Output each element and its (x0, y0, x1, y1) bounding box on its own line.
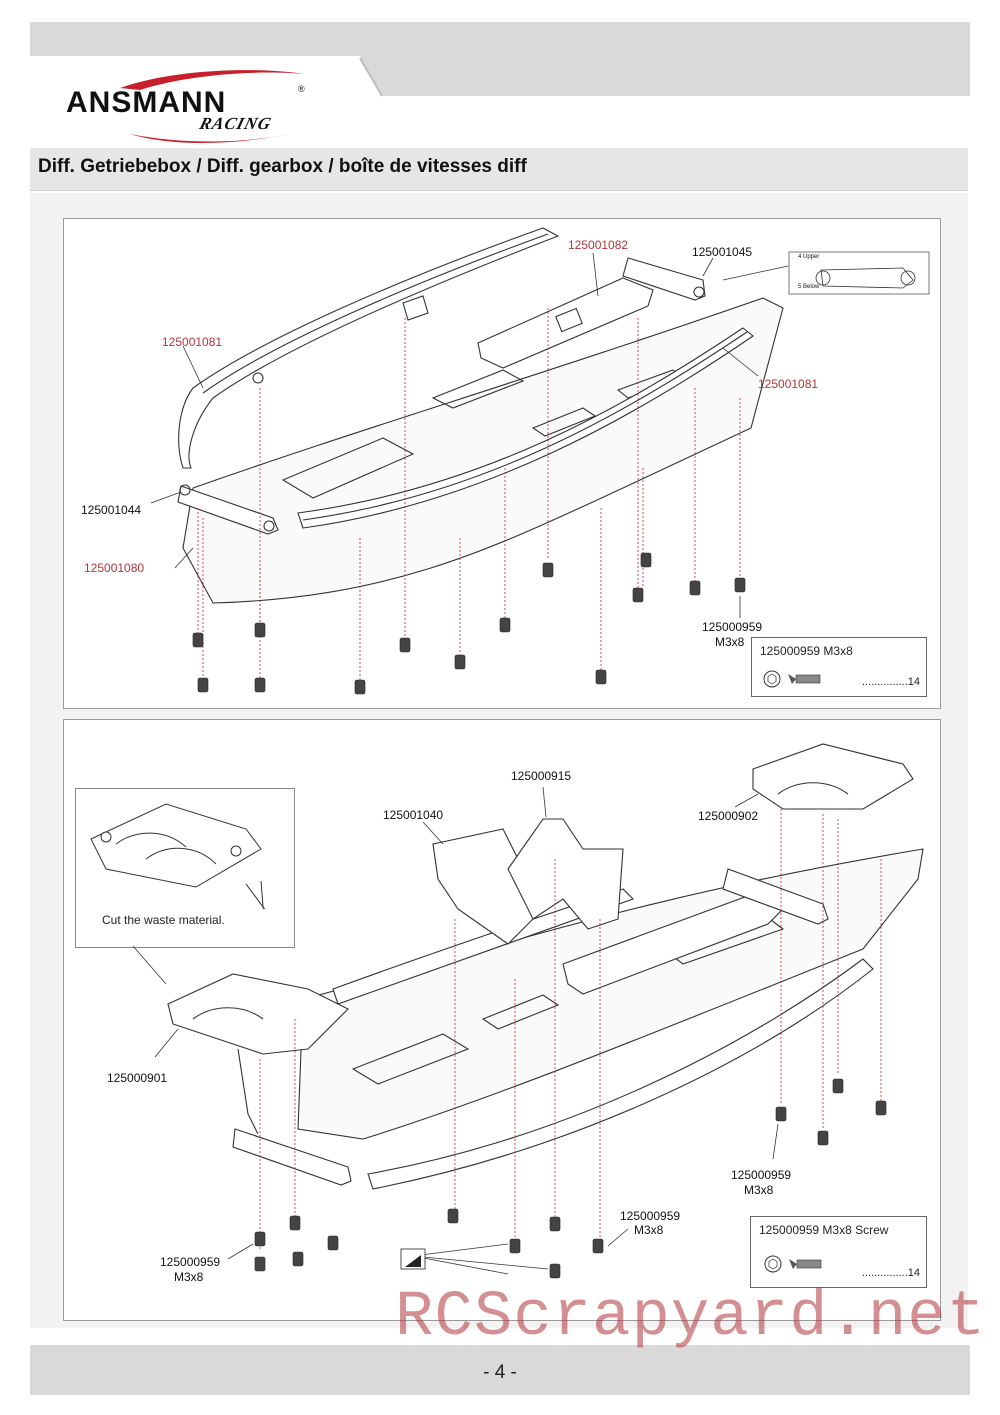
part-label-125001081-right: 125001081 (758, 377, 819, 391)
part-label-125000902: 125000902 (698, 809, 759, 823)
screw-callout-left-size: M3x8 (174, 1270, 204, 1284)
screw-callout-middle-code: 125000959 (620, 1209, 681, 1223)
scissors-icon (245, 880, 266, 909)
cut-waste-inset: Cut the waste material. (75, 788, 295, 948)
screw-icon (764, 1255, 822, 1273)
part-label-125001081-left: 125001081 (162, 335, 223, 349)
screw-callout-size: M3x8 (715, 635, 745, 649)
step2-gearbox-drawing (132, 743, 924, 1279)
legend-quantity: ...............14 (861, 676, 920, 688)
logo-text: ANSMANN (66, 86, 227, 119)
part-label-125001040: 125001040 (383, 808, 444, 822)
step1-chassis-drawing (150, 227, 930, 695)
screw-icon (763, 670, 821, 688)
inset-caption: Cut the waste material. (102, 913, 225, 927)
screw-callout-middle-size: M3x8 (634, 1223, 664, 1237)
watermark-text: RCScrapyard.net (395, 1282, 987, 1354)
logo-registered-mark: ® (298, 84, 305, 94)
screw-callout-left-code: 125000959 (160, 1255, 221, 1269)
part-label-125000901: 125000901 (107, 1071, 168, 1085)
logo-racing-text: RACING (197, 114, 274, 133)
section-title: Diff. Getriebebox / Diff. gearbox / boît… (38, 156, 527, 177)
legend-title: 125000959 M3x8 (760, 644, 853, 658)
screw-callout-right-code: 125000959 (731, 1168, 792, 1182)
screw-callout-right-size: M3x8 (744, 1183, 774, 1197)
inset-upper-label: 4 Upper (798, 254, 820, 260)
step1-parts-legend: 125000959 M3x8 ...............14 (751, 637, 927, 697)
legend-quantity: ...............14 (861, 1267, 920, 1279)
brand-logo: ANSMANN ® RACING (60, 68, 320, 148)
part-label-125001044: 125001044 (81, 503, 142, 517)
page-number: - 4 - (483, 1362, 517, 1383)
inset-below-label: 5 Below (798, 284, 820, 290)
part-label-125001082: 125001082 (568, 238, 629, 252)
manual-reference-icon (400, 1248, 426, 1270)
part-label-125001045: 125001045 (692, 245, 753, 259)
part-label-125000915: 125000915 (511, 769, 572, 783)
logo-swoosh-icon (120, 70, 305, 143)
gearbox-detail-drawing (90, 803, 266, 909)
part-label-125001080: 125001080 (84, 561, 145, 575)
footer-bar (30, 1345, 970, 1395)
legend-title: 125000959 M3x8 Screw (759, 1223, 889, 1237)
screw-callout-code: 125000959 (702, 620, 763, 634)
step2-parts-legend: 125000959 M3x8 Screw ...............14 (750, 1216, 927, 1288)
header-bar (30, 22, 970, 97)
section-title-bar (30, 148, 968, 191)
